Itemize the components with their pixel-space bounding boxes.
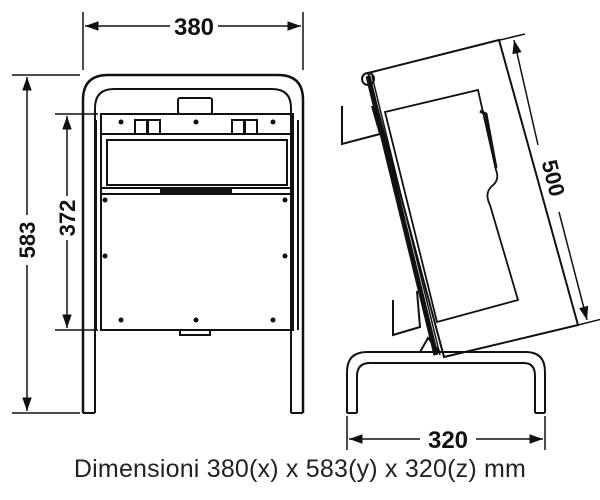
lower-bracket (392, 290, 422, 337)
carry-handle (177, 97, 213, 115)
front-view (81, 73, 305, 414)
bottom-tab (179, 329, 211, 336)
screws (102, 119, 288, 323)
control-window (106, 139, 288, 186)
front-panel (100, 193, 294, 331)
side-inner-profile (383, 88, 520, 324)
hinge-icon (361, 72, 375, 86)
left-clip-icon (134, 119, 148, 135)
brand-label (160, 189, 232, 194)
body-height-label: 372 (55, 200, 80, 237)
dim-body-height (55, 113, 98, 331)
side-view (341, 38, 580, 414)
width-label: 380 (174, 14, 214, 41)
front-frame-inner (94, 88, 292, 413)
right-clip-icon (231, 119, 245, 135)
upper-bracket (341, 105, 382, 146)
dim-width (82, 12, 304, 70)
dimensions-caption: Dimensioni 380(x) x 583(y) x 320(z) mm (73, 455, 527, 483)
dim-depth-diagonal (499, 33, 600, 326)
front-frame-outer (81, 73, 305, 413)
depth-base-label: 320 (428, 427, 468, 454)
dim-depth-base (346, 416, 546, 450)
side-stand (346, 351, 546, 413)
dim-total-height (12, 74, 80, 414)
total-height-label: 583 (15, 222, 40, 259)
